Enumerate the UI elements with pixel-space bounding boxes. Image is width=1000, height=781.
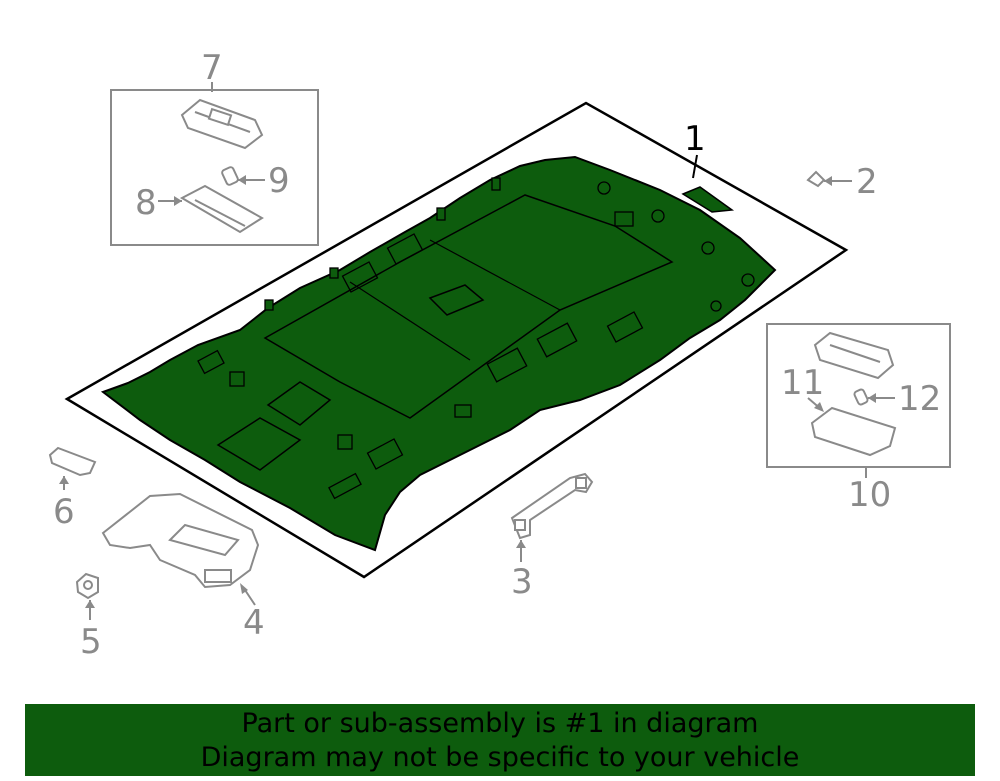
clip-part — [806, 170, 826, 188]
bulb-part-12 — [853, 388, 869, 406]
sun-visor-part — [101, 492, 260, 589]
callout-9: 9 — [268, 161, 290, 201]
lens-part-8 — [179, 184, 264, 234]
bracket-part — [681, 186, 735, 213]
callout-3: 3 — [511, 562, 533, 602]
banner-line-2: Diagram may not be specific to your vehi… — [200, 742, 800, 773]
holder-part-5 — [75, 572, 99, 600]
callout-11: 11 — [781, 363, 824, 403]
callout-5: 5 — [80, 622, 102, 662]
callout-10: 10 — [848, 475, 891, 515]
parts-diagram: 1 2 7 9 8 10 12 11 — [48, 48, 951, 662]
banner-line-1: Part or sub-assembly is #1 in diagram — [241, 708, 759, 739]
callout-4: 4 — [243, 603, 265, 643]
callout-1: 1 — [684, 119, 706, 159]
dome-lamp-part — [813, 331, 895, 380]
map-lamp-part — [180, 98, 264, 150]
callout-6: 6 — [53, 492, 75, 532]
grab-handle-part — [510, 472, 594, 540]
callout-12: 12 — [898, 379, 941, 419]
bulb-part-9 — [221, 166, 239, 186]
cover-part-6 — [48, 446, 97, 477]
callout-7: 7 — [201, 48, 223, 88]
lens-part-11 — [810, 406, 897, 457]
callout-8: 8 — [135, 183, 157, 223]
headliner-panel[interactable] — [100, 155, 777, 552]
info-banner: Part or sub-assembly is #1 in diagram Di… — [25, 704, 975, 776]
callout-2: 2 — [856, 162, 878, 202]
